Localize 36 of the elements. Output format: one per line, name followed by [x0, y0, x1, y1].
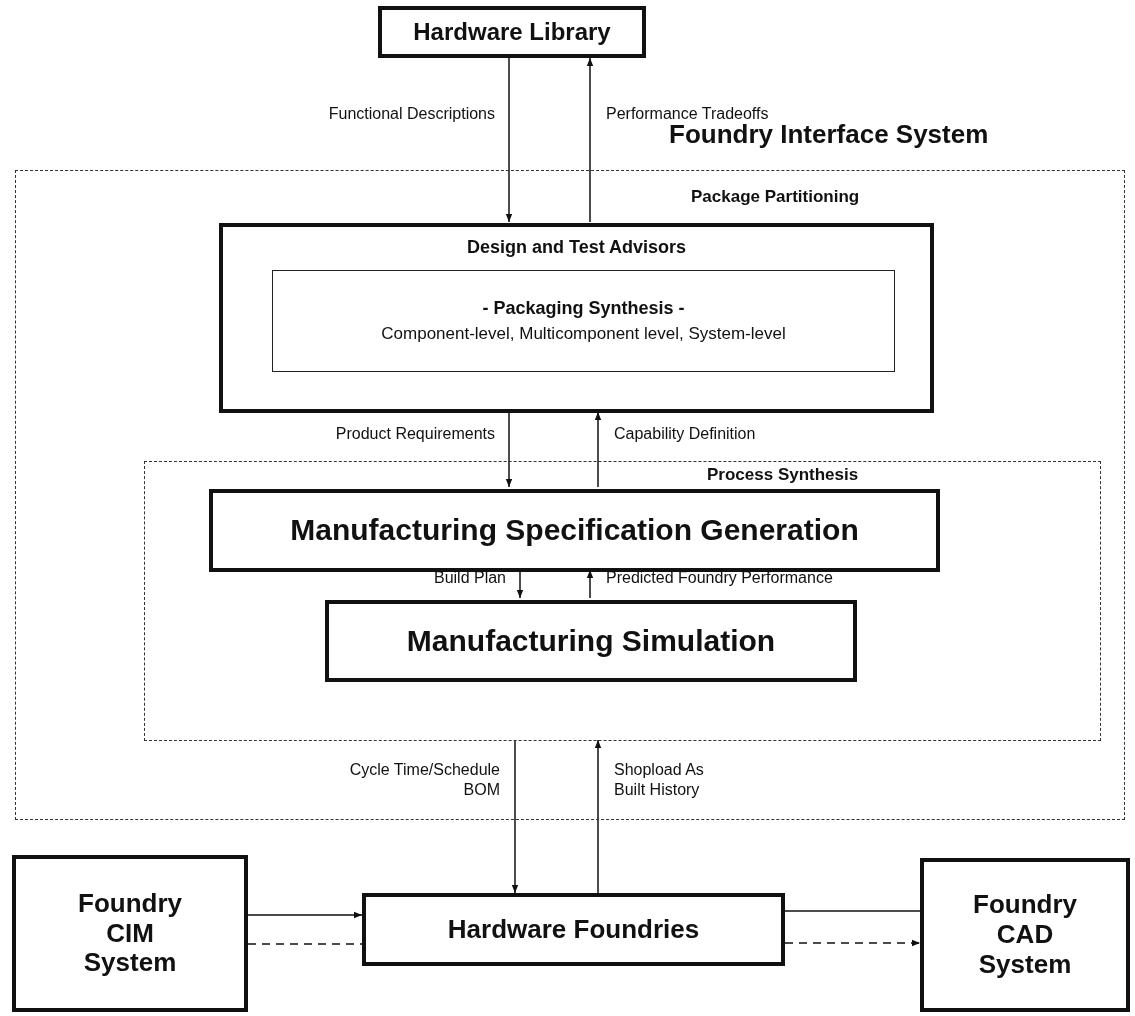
box-label: Hardware Library: [413, 18, 611, 46]
arrow: [586, 569, 594, 599]
arrow: [586, 57, 594, 223]
box-label: Foundry CIM System: [77, 888, 183, 979]
box-text: Component-level, Multicomponent level, System-level: [381, 324, 786, 345]
arrow: [594, 739, 602, 894]
box-label: Foundry CAD System: [972, 890, 1078, 980]
arrow: [505, 57, 513, 223]
process-box: [325, 600, 857, 682]
edge-label: Cycle Time/Schedule BOM: [348, 760, 500, 800]
edge-label: Functional Descriptions: [327, 104, 495, 124]
edge-label: Capability Definition: [614, 424, 757, 444]
process-box: [209, 489, 940, 572]
arrow: [511, 739, 519, 894]
dashed-group-boundary: [144, 461, 1101, 741]
group-label: Package Partitioning: [691, 187, 860, 207]
box-heading: - Packaging Synthesis -: [482, 297, 685, 319]
group-label: Process Synthesis: [707, 465, 859, 485]
process-box: [12, 855, 248, 1012]
process-box: [920, 858, 1130, 1012]
arrow: [784, 939, 921, 947]
arrow: [247, 911, 363, 919]
process-box: [272, 270, 895, 372]
arrow: [516, 569, 524, 599]
process-box: [378, 6, 646, 58]
box-label: Manufacturing Specification Generation: [290, 513, 859, 548]
arrow: [594, 411, 602, 488]
arrow: [505, 411, 513, 488]
edge-label: Shopload As Built History: [614, 760, 705, 800]
box-label: Manufacturing Simulation: [406, 623, 776, 659]
box-heading: Design and Test Advisors: [465, 237, 688, 258]
process-box: [362, 893, 785, 966]
box-label: Hardware Foundries: [447, 914, 700, 945]
edge-label: Product Requirements: [334, 424, 495, 444]
edge-label: Predicted Foundry Performance: [606, 568, 834, 588]
process-box: [219, 223, 934, 413]
